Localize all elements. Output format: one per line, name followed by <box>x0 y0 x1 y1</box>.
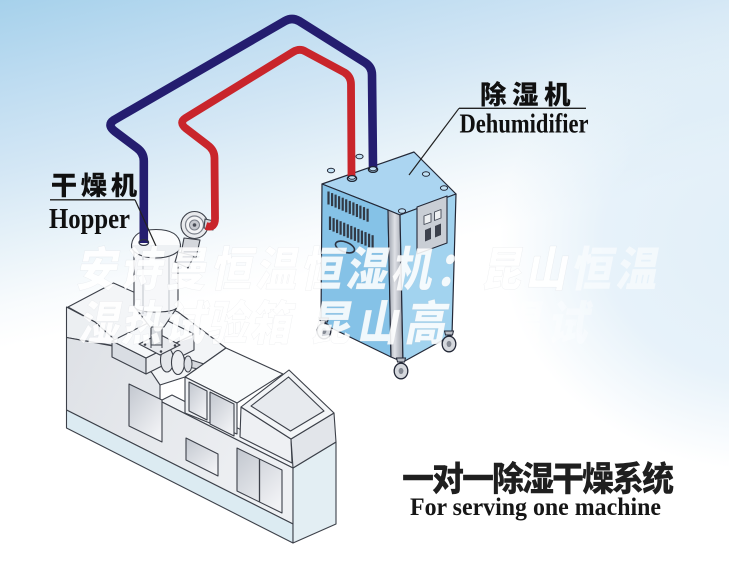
svg-text:Dehumidifier: Dehumidifier <box>460 109 589 139</box>
svg-text:Hopper: Hopper <box>49 204 130 235</box>
svg-text:For serving one machine: For serving one machine <box>410 492 661 521</box>
